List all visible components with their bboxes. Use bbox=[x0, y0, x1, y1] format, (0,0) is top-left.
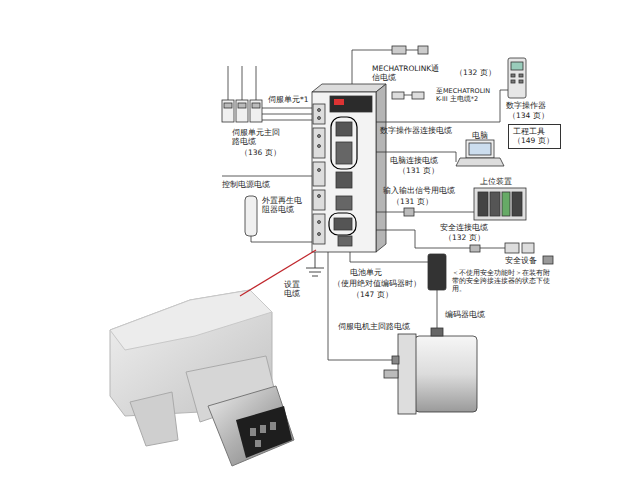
callout-label: 外置再生电阻器电缆 bbox=[262, 196, 306, 214]
callout-label: 数字操作器连接电缆 bbox=[380, 126, 452, 135]
tool-box: 工程工具（149 页） bbox=[508, 124, 561, 149]
callout-label: 电脑连接电缆 bbox=[390, 156, 438, 165]
callout-label: （使用绝对值编码器时） bbox=[333, 279, 421, 288]
callout-label: 设置电缆 bbox=[284, 280, 301, 298]
red-pointer bbox=[240, 250, 316, 296]
callout-label: 伺服单元主回路电缆 bbox=[232, 128, 282, 146]
callout-label: 输入输出信号用电缆 bbox=[383, 186, 455, 195]
regen-resistor bbox=[245, 196, 313, 242]
box-text: （149 页） bbox=[513, 136, 556, 145]
box-text: 工程工具 bbox=[513, 127, 556, 136]
callout-label: 电池单元 bbox=[350, 268, 382, 277]
callout-label: （131 页） bbox=[392, 197, 433, 206]
callout-label: 电脑 bbox=[472, 131, 488, 140]
laptop bbox=[376, 140, 504, 166]
callout-label: 伺服电机主回路电缆 bbox=[338, 322, 410, 331]
safety-device bbox=[376, 230, 553, 264]
connector-photo bbox=[110, 290, 294, 466]
servo-drive bbox=[312, 84, 386, 252]
encoder-cable bbox=[350, 252, 446, 330]
callout-label: 控制电源电缆 bbox=[222, 180, 270, 189]
callout-label: 安全连接电缆 bbox=[440, 223, 488, 232]
callout-label: 至MECHATROLINK-III 主电缆*2 bbox=[436, 88, 494, 104]
callout-label: （136 页） bbox=[240, 148, 281, 157]
callout-label: 上位装置 bbox=[480, 177, 512, 186]
callout-label: （132 页） bbox=[455, 68, 496, 77]
callout-label: （131 页） bbox=[398, 166, 439, 175]
ground-symbol bbox=[306, 252, 324, 276]
callout-label: 伺服单元*1 bbox=[268, 95, 309, 104]
contactor-group bbox=[222, 66, 313, 176]
callout-label: MECHATROLINK通信电缆 bbox=[372, 64, 442, 82]
callout-label: 编码器电缆 bbox=[445, 310, 485, 319]
callout-label: 数字操作器 bbox=[506, 101, 546, 110]
callout-label: （134 页） bbox=[508, 111, 549, 120]
callout-label: （147 页） bbox=[352, 290, 393, 299]
callout-label: ＜不使用安全功能时＞在装有附带的安全跨接连接器的状态下使用。 bbox=[452, 270, 552, 293]
callout-label: 安全设备 bbox=[505, 256, 537, 265]
callout-label: （132 页） bbox=[444, 233, 485, 242]
